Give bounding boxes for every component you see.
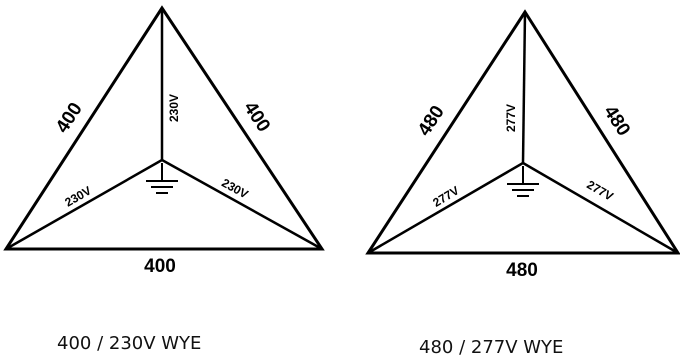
ground-icon — [146, 163, 178, 194]
delta-triangle — [365, 9, 680, 255]
phase-voltage-right-label: 230V — [219, 176, 250, 202]
phase-voltage-right-label: 277V — [584, 177, 615, 203]
line-voltage-bottom-label: 400 — [144, 256, 176, 277]
wye-leg-top — [521, 11, 527, 164]
diagram-caption-right: 480 / 277V WYE — [419, 337, 564, 358]
diagram-caption-left: 400 / 230V WYE — [57, 333, 202, 354]
phase-voltage-top-label: 277V — [504, 104, 518, 132]
wye-leg-left — [5, 158, 163, 251]
wye-leg-left — [367, 161, 524, 255]
wye-leg-right — [522, 161, 679, 255]
delta-triangle — [3, 5, 325, 251]
wye-diagram-400: 400 400 400 230V 230V 230V — [3, 5, 325, 277]
phase-voltage-left-label: 277V — [430, 183, 461, 209]
wye-leg-right — [161, 158, 323, 251]
wye-diagram-480: 480 480 480 277V 277V 277V — [365, 9, 680, 281]
ground-icon — [507, 166, 539, 197]
line-voltage-bottom-label: 480 — [506, 260, 538, 281]
phase-voltage-left-label: 230V — [62, 183, 93, 209]
phase-voltage-top-label: 230V — [167, 94, 181, 122]
